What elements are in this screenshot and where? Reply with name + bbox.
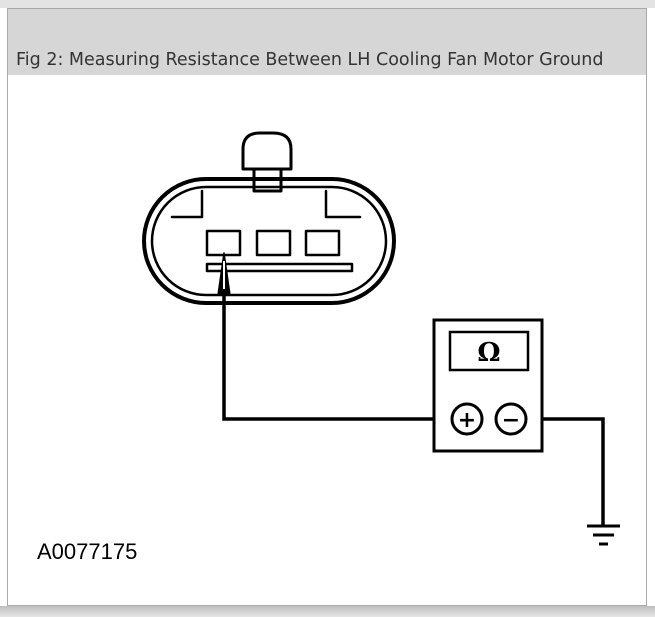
wiring-diagram: Ω + − — [142, 131, 620, 546]
minus-label: − — [502, 408, 520, 433]
ohm-symbol: Ω — [477, 338, 500, 368]
minus-terminal — [494, 402, 528, 436]
window-bottom-strip — [0, 606, 655, 617]
probe-icon — [217, 252, 231, 296]
plus-terminal — [450, 402, 484, 436]
figure-header: Fig 2: Measuring Resistance Between LH C… — [8, 9, 646, 75]
plus-label: + — [458, 408, 476, 433]
fan-connector-icon — [142, 131, 396, 305]
positive-test-lead — [222, 295, 451, 421]
window-top-strip — [0, 0, 655, 8]
meter-display — [448, 330, 530, 372]
ohmmeter: Ω + − — [432, 318, 544, 453]
figure-title: Fig 2: Measuring Resistance Between LH C… — [16, 50, 604, 70]
ground-icon — [587, 524, 620, 546]
negative-test-lead — [527, 417, 605, 526]
figure-frame: Fig 2: Measuring Resistance Between LH C… — [7, 8, 647, 606]
figure-code: A0077175 — [37, 539, 138, 564]
